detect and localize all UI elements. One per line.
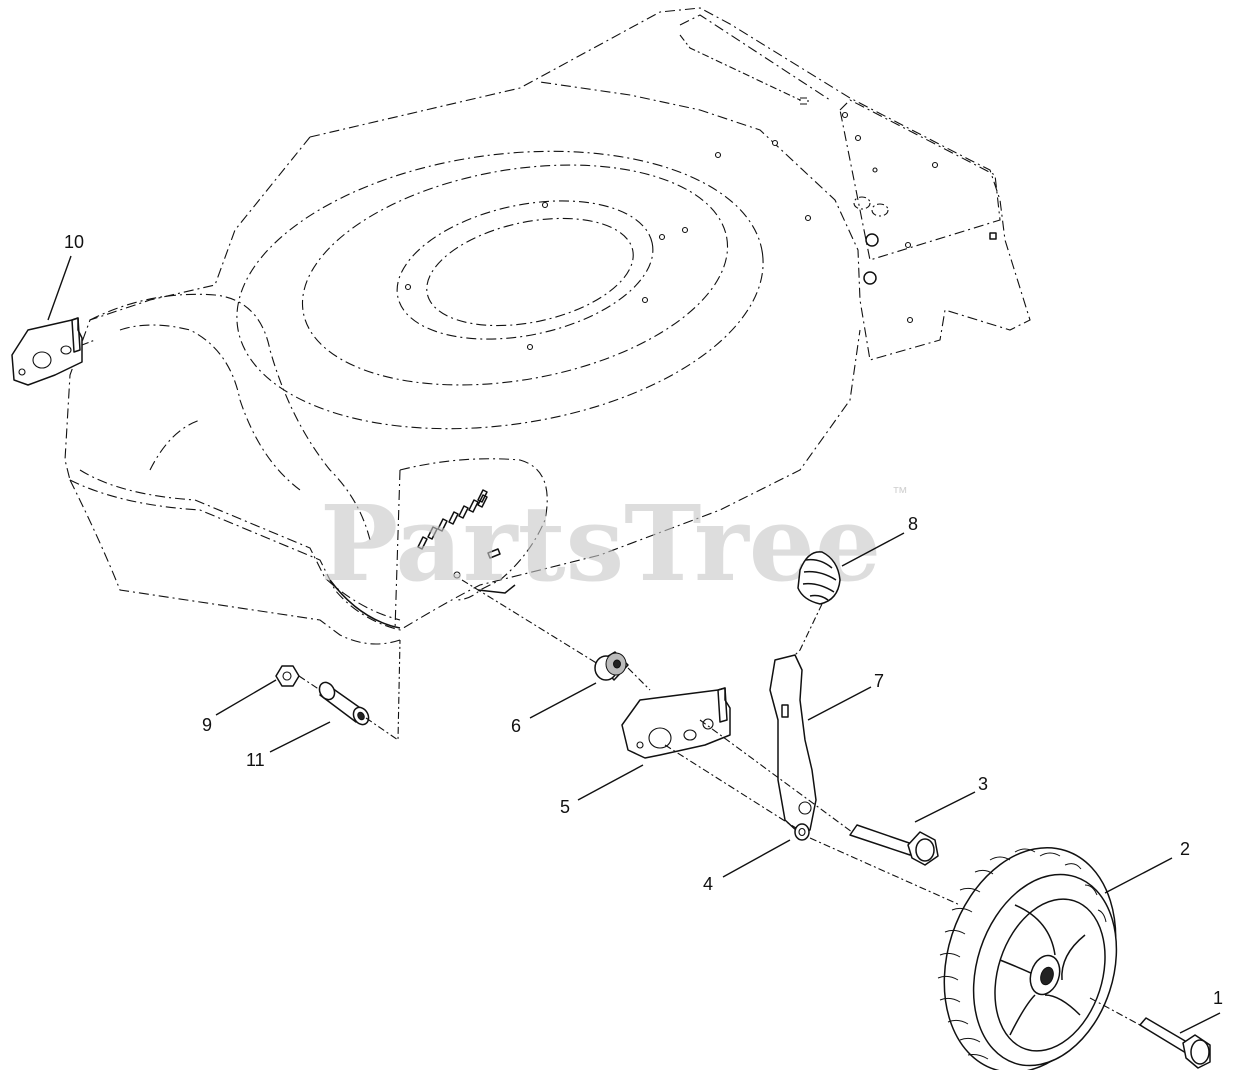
part-1-wheel-bolt xyxy=(1139,1017,1211,1069)
part-4-washer xyxy=(794,823,810,841)
callouts: 1 2 3 4 5 6 7 8 9 10 11 xyxy=(47,232,1223,1034)
callout-4: 4 xyxy=(703,874,713,894)
part-5-height-bracket xyxy=(621,687,731,759)
watermark-brand: PartsTree xyxy=(320,482,881,605)
callout-8: 8 xyxy=(908,514,918,534)
callout-2: 2 xyxy=(1180,839,1190,859)
callout-11: 11 xyxy=(246,750,265,770)
part-2-wheel xyxy=(937,846,1118,1070)
part-9-nut xyxy=(275,665,300,687)
callout-9: 9 xyxy=(202,715,212,735)
part-8-insert-cap xyxy=(797,551,841,605)
part-7-cover-bracket xyxy=(769,654,817,833)
callout-10: 10 xyxy=(64,232,84,252)
callout-7: 7 xyxy=(874,671,884,691)
callout-6: 6 xyxy=(511,716,521,736)
callout-1: 1 xyxy=(1213,988,1223,1008)
part-11-sleeve xyxy=(318,681,370,726)
callout-5: 5 xyxy=(560,797,570,817)
part-6-spacer xyxy=(594,651,629,681)
part-10-height-adjust-plate xyxy=(11,317,83,386)
vent-slots xyxy=(417,489,501,559)
mower-deck xyxy=(64,7,1031,645)
assembly-centerlines xyxy=(81,339,1141,1026)
watermark-trademark: ™ xyxy=(892,485,908,502)
watermark: PartsTree ™ xyxy=(320,482,908,605)
part-3-bolt xyxy=(849,824,939,866)
callout-3: 3 xyxy=(978,774,988,794)
